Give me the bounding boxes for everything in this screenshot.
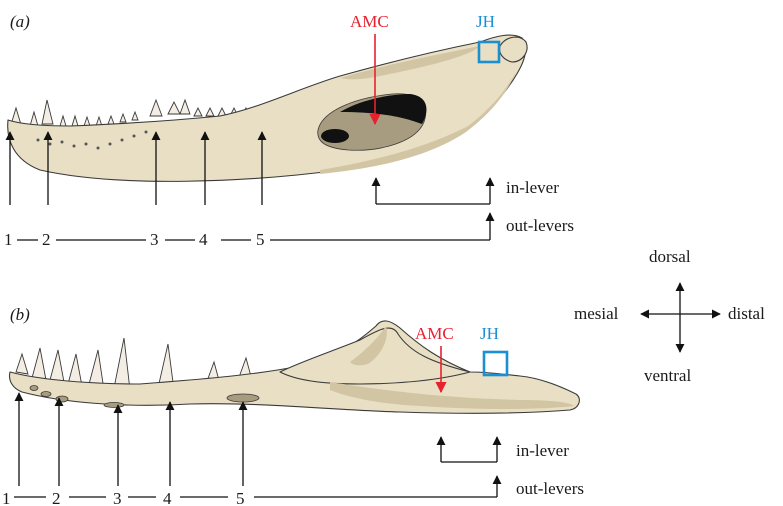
orientation-compass: dorsal ventral mesial distal: [574, 247, 765, 385]
panel-b-position-arrows: [19, 393, 243, 486]
panel-b-in-lever-label: in-lever: [516, 441, 569, 460]
panel-a-pos-1: 1: [4, 230, 13, 249]
panel-b-out-lever-line: [14, 476, 497, 497]
compass-ventral: ventral: [644, 366, 691, 385]
panel-a: (a): [4, 12, 574, 249]
panel-b-pos-3: 3: [113, 489, 122, 506]
panel-b-in-lever-bracket: [441, 437, 497, 462]
panel-a-in-lever-label: in-lever: [506, 178, 559, 197]
compass-dorsal: dorsal: [649, 247, 691, 266]
panel-a-pos-4: 4: [199, 230, 208, 249]
panel-b-pos-1: 1: [2, 489, 11, 506]
panel-a-out-lever-line: [17, 213, 490, 240]
panel-a-pos-5: 5: [256, 230, 265, 249]
panel-a-amc-label: AMC: [350, 12, 389, 31]
panel-b-pos-2: 2: [52, 489, 61, 506]
panel-a-pos-2: 2: [42, 230, 51, 249]
panel-a-jh-label: JH: [476, 12, 495, 31]
panel-b-jh-box: [484, 352, 507, 375]
panel-a-in-lever-bracket: [376, 178, 490, 204]
compass-mesial: mesial: [574, 304, 619, 323]
panel-b: (b) AMC JH: [2, 305, 584, 506]
panel-a-label: (a): [10, 12, 30, 31]
compass-distal: distal: [728, 304, 765, 323]
panel-b-amc-label: AMC: [415, 324, 454, 343]
panel-a-pos-3: 3: [150, 230, 159, 249]
panel-b-pos-5: 5: [236, 489, 245, 506]
panel-b-label: (b): [10, 305, 30, 324]
panel-b-pos-4: 4: [163, 489, 172, 506]
panel-b-jh-label: JH: [480, 324, 499, 343]
panel-a-out-levers-label: out-levers: [506, 216, 574, 235]
panel-b-out-levers-label: out-levers: [516, 479, 584, 498]
